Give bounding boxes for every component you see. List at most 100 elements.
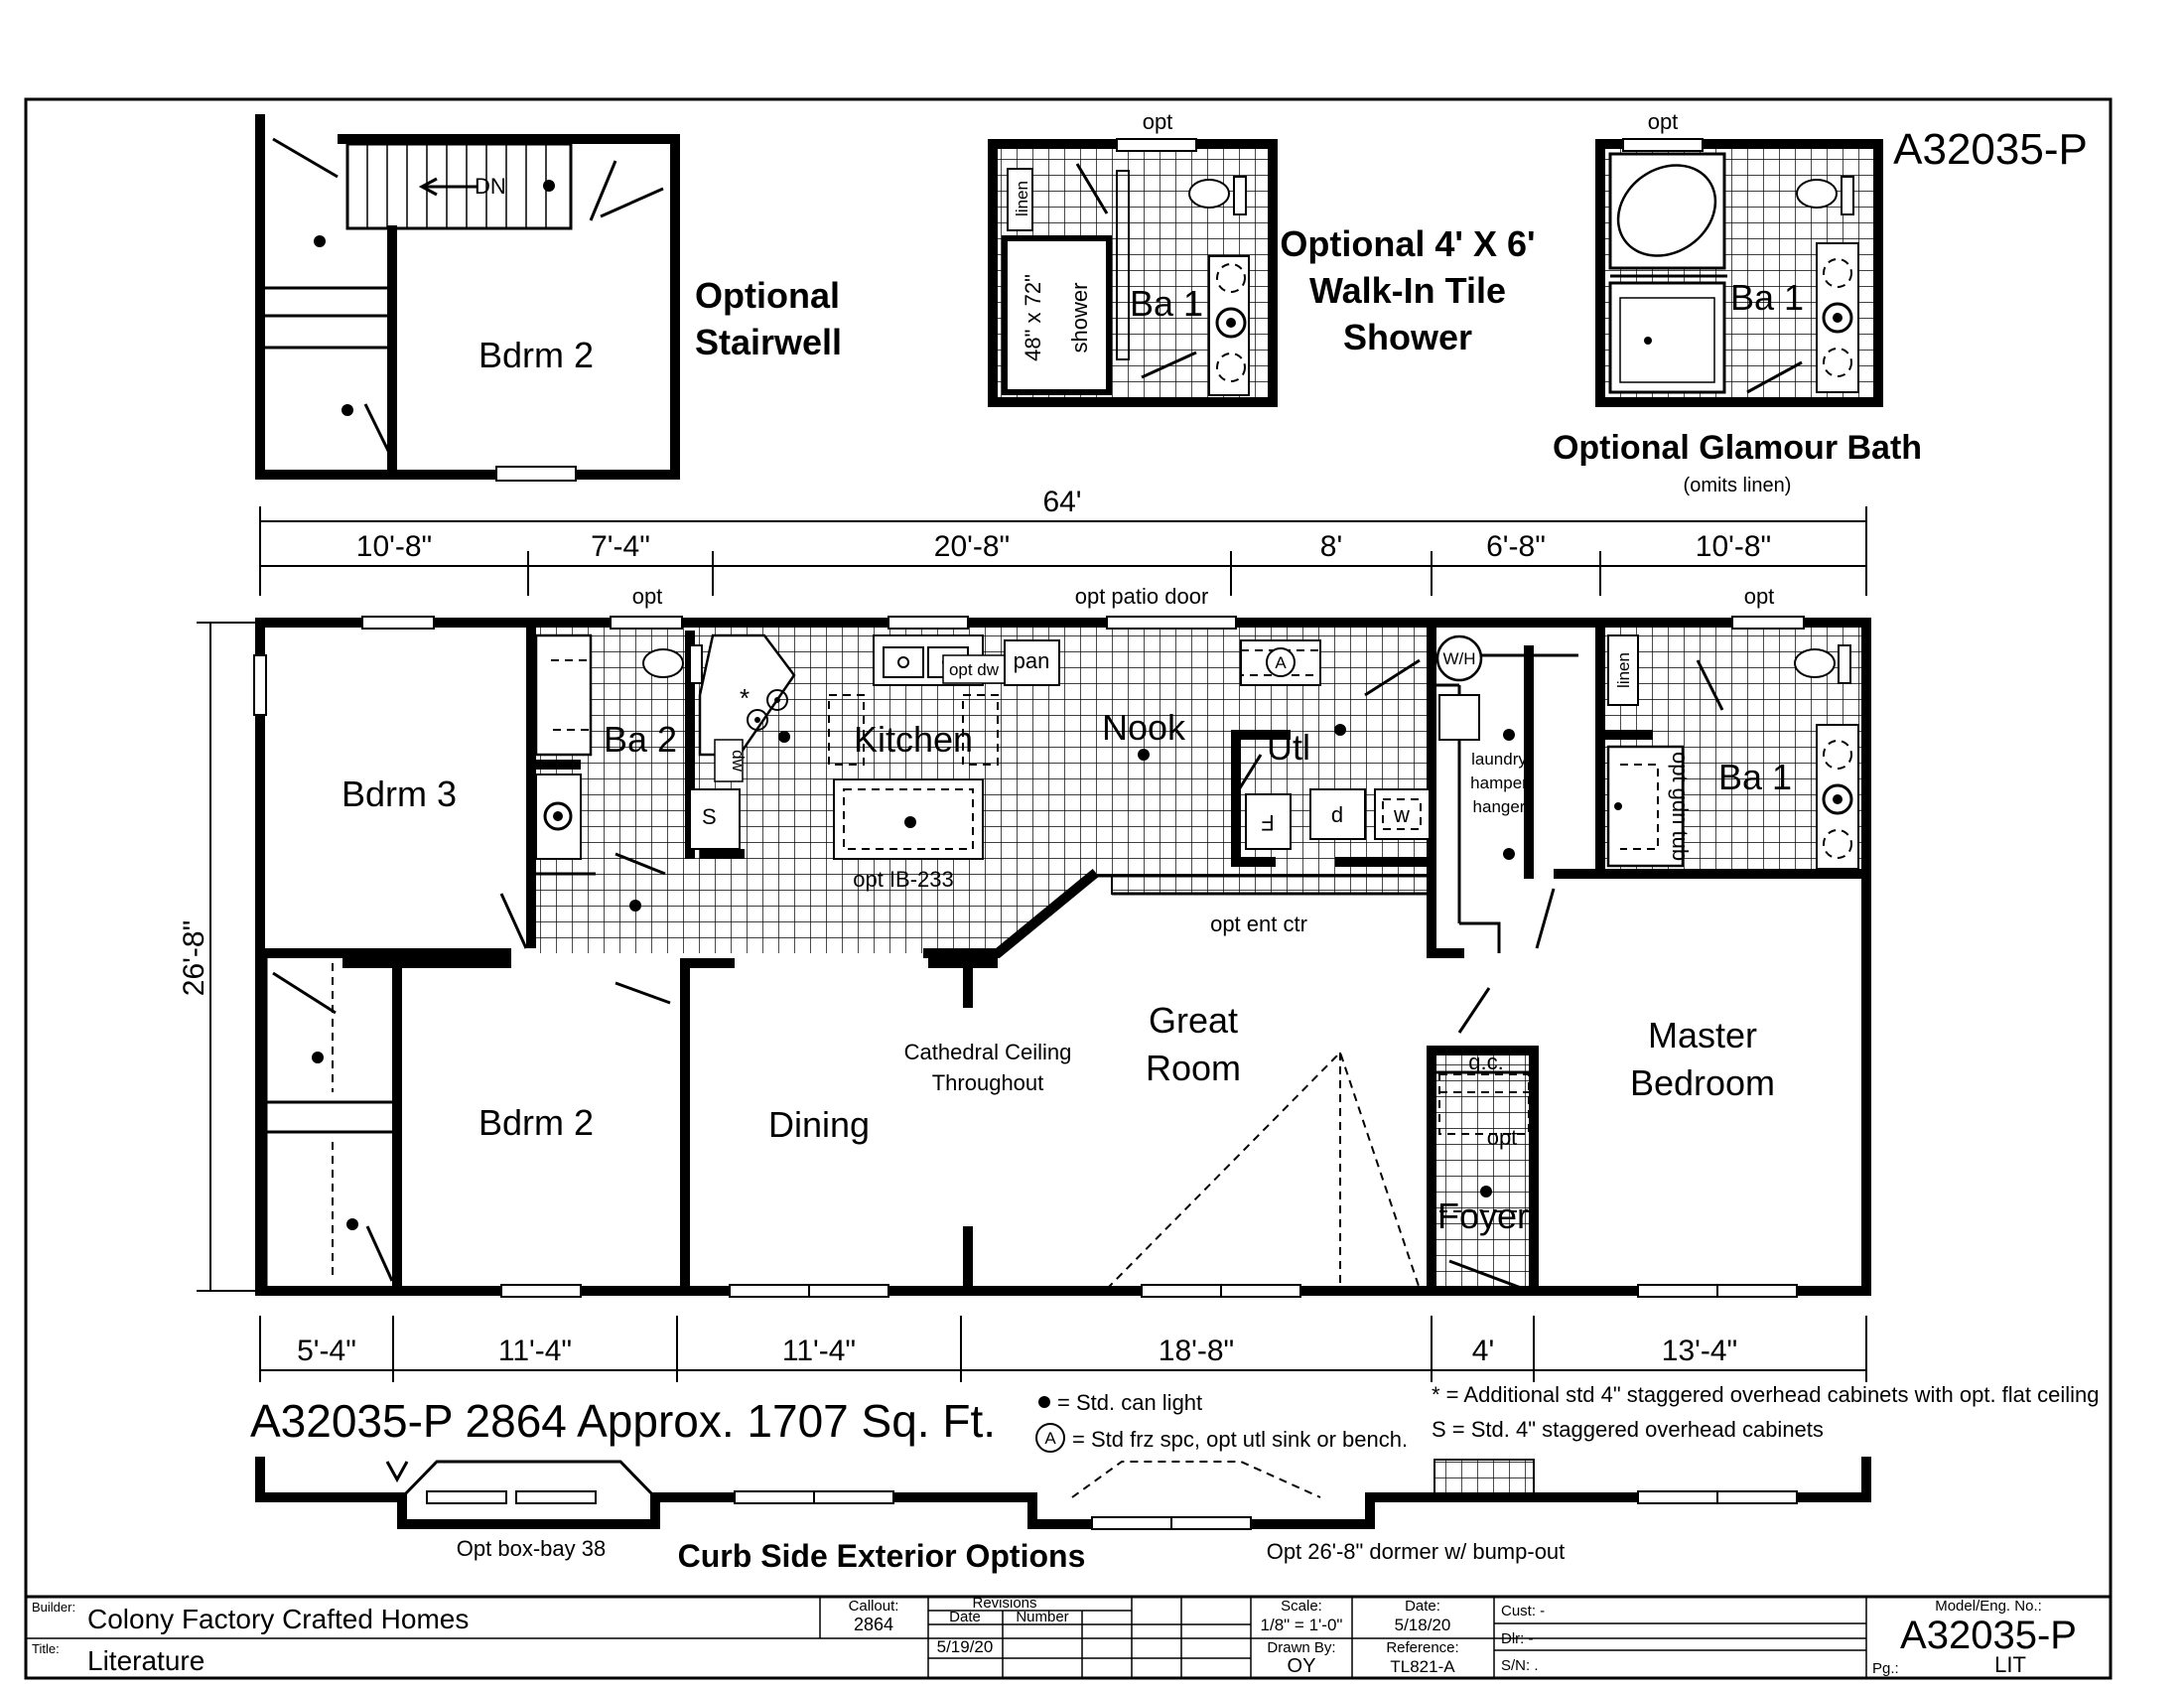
opt-gdn-tub-label: opt gdn tub xyxy=(1668,752,1693,861)
inset-shower-size: 48" x 72" xyxy=(1021,274,1045,361)
laundry-label-3: hanger xyxy=(1473,797,1526,816)
inset-glamour: opt Ba 1 Optional Glamour Bath (omits li… xyxy=(1553,109,1922,496)
callout-label: Callout: xyxy=(849,1598,899,1615)
dormer-label: Opt 26'-8" dormer w/ bump-out xyxy=(1267,1539,1566,1564)
scale-value: 1/8" = 1'-0" xyxy=(1261,1616,1343,1634)
opt-ent-ctr-label: opt ent ctr xyxy=(1210,912,1307,936)
ba1-fixtures: linen opt gdn tub xyxy=(1606,634,1859,870)
inset-shower: opt linen 48" x 72" shower Ba 1 Optional… xyxy=(988,109,1536,407)
summary-title: A32035-P 2864 Approx. 1707 Sq. Ft. xyxy=(250,1395,996,1447)
inset-shower-room: Ba 1 xyxy=(1130,283,1203,324)
room-bdrm2: Bdrm 2 xyxy=(478,1102,594,1143)
model-eng-value: A32035-P xyxy=(1900,1614,2077,1657)
room-great-2: Room xyxy=(1146,1048,1241,1088)
dim-bottom-2: 11'-4" xyxy=(498,1335,572,1367)
cabinet-star-label: * xyxy=(740,683,750,713)
laundry-label-2: hamper xyxy=(1470,774,1528,792)
windows xyxy=(253,616,1805,1298)
utility-fixtures: A d w F W/H xyxy=(1240,634,1483,850)
exterior-options: Curb Side Exterior Options Opt box-bay 3… xyxy=(255,1457,1871,1574)
builder-name: Colony Factory Crafted Homes xyxy=(87,1604,469,1634)
sn-field: S/N: . xyxy=(1501,1657,1539,1674)
room-foyer: Foyer xyxy=(1437,1196,1529,1236)
room-ba2: Ba 2 xyxy=(604,719,677,760)
dlr-field: Dlr: - xyxy=(1501,1630,1534,1647)
legend-can-light: = Std. can light xyxy=(1057,1390,1202,1415)
rev-date-label: Date xyxy=(949,1609,981,1625)
revisions-label: Revisions xyxy=(972,1595,1036,1612)
room-kitchen: Kitchen xyxy=(854,719,973,760)
inset-glamour-room: Ba 1 xyxy=(1730,277,1804,318)
dim-top-2: 7'-4" xyxy=(591,530,650,563)
main-floor-plan: opt dw pan * dw S A d w xyxy=(253,584,1871,1298)
dim-bottom-3: 11'-4" xyxy=(782,1335,856,1367)
cust-field: Cust: - xyxy=(1501,1603,1545,1619)
reference-label: Reference: xyxy=(1386,1639,1458,1656)
pg-value: LIT xyxy=(1994,1652,2026,1677)
rev-date-value: 5/19/20 xyxy=(937,1637,994,1656)
water-heater-label: W/H xyxy=(1442,649,1475,668)
inset-glamour-subtitle: (omits linen) xyxy=(1684,475,1792,496)
inset-stairwell: DN Bdrm 2 Optional Stairwell xyxy=(255,114,842,482)
scale-label: Scale: xyxy=(1281,1598,1322,1615)
s-label: S xyxy=(702,804,717,829)
freezer-f-label: F xyxy=(1261,810,1274,835)
room-dining: Dining xyxy=(768,1104,870,1145)
dim-top-3: 20'-8" xyxy=(934,530,1010,563)
rev-number-label: Number xyxy=(1016,1609,1068,1625)
opt-foyer-label: opt xyxy=(1487,1125,1518,1150)
inset-shower-word: shower xyxy=(1067,283,1092,353)
inset-shower-title-3: Shower xyxy=(1343,317,1472,357)
inset-glamour-opt: opt xyxy=(1648,109,1679,134)
inset-stairwell-room: Bdrm 2 xyxy=(478,335,594,375)
exterior-title: Curb Side Exterior Options xyxy=(678,1538,1086,1574)
dim-bottom-4: 18'-8" xyxy=(1159,1335,1234,1367)
dim-top-6: 10'-8" xyxy=(1696,530,1771,563)
room-ba1: Ba 1 xyxy=(1718,757,1792,797)
pg-label: Pg.: xyxy=(1872,1660,1899,1677)
inset-shower-linen: linen xyxy=(1013,181,1031,216)
legend-frz-spc: = Std frz spc, opt utl sink or bench. xyxy=(1072,1427,1408,1452)
laundry-label-1: laundry xyxy=(1471,750,1527,769)
room-utl: Utl xyxy=(1267,727,1310,768)
room-nook: Nook xyxy=(1102,707,1186,748)
room-great-1: Great xyxy=(1149,1000,1238,1041)
inset-shower-title-2: Walk-In Tile xyxy=(1309,270,1506,311)
inset-stairwell-title-1: Optional xyxy=(695,275,840,316)
interior-walls xyxy=(261,623,1871,1291)
room-bdrm3: Bdrm 3 xyxy=(341,774,457,814)
legend: = Std. can light A = Std frz spc, opt ut… xyxy=(1035,1382,2100,1453)
date2-value: 5/18/20 xyxy=(1395,1616,1451,1634)
cathedral-label-2: Throughout xyxy=(932,1070,1044,1095)
gc-label: g.c. xyxy=(1468,1050,1503,1074)
inset-glamour-title: Optional Glamour Bath xyxy=(1553,429,1922,467)
utility-a-label: A xyxy=(1275,653,1287,672)
master-linen-label: linen xyxy=(1614,652,1633,688)
dim-top-4: 8' xyxy=(1320,530,1342,563)
dryer-label: d xyxy=(1331,802,1343,827)
opt-ib-label: opt IB-233 xyxy=(853,867,954,892)
reference-value: TL821-A xyxy=(1390,1657,1455,1676)
drawn-value: OY xyxy=(1288,1655,1316,1677)
room-master-1: Master xyxy=(1648,1015,1757,1055)
can-lights xyxy=(312,724,1515,1230)
room-master-2: Bedroom xyxy=(1630,1062,1775,1103)
dw-label: dw xyxy=(729,750,748,772)
opt-patio-label: opt patio door xyxy=(1075,584,1209,609)
legend-a-symbol: A xyxy=(1044,1429,1056,1448)
dim-bottom-6: 13'-4" xyxy=(1662,1335,1737,1367)
model-code: A32035-P xyxy=(1893,125,2088,174)
opt-master-label: opt xyxy=(1744,584,1775,609)
dim-bottom-5: 4' xyxy=(1472,1335,1494,1367)
inset-shower-opt: opt xyxy=(1143,109,1173,134)
opt-ba2-label: opt xyxy=(632,584,663,609)
inset-shower-title-1: Optional 4' X 6' xyxy=(1280,223,1535,264)
dim-overall-depth: 26'-8" xyxy=(178,920,210,996)
opt-dw-label: opt dw xyxy=(949,660,1000,679)
stair-dn-label: DN xyxy=(475,174,506,199)
callout-value: 2864 xyxy=(854,1615,893,1634)
box-bay-label: Opt box-bay 38 xyxy=(457,1536,606,1561)
dim-overall-width: 64' xyxy=(1042,486,1081,518)
date2-label: Date: xyxy=(1405,1598,1440,1615)
